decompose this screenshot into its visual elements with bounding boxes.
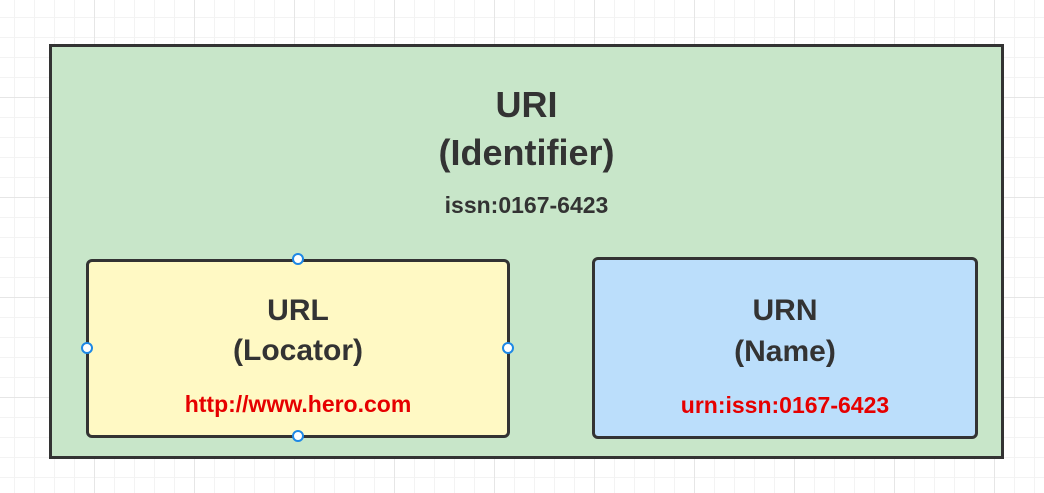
url-subtitle: (Locator) <box>233 334 363 367</box>
url-title: URL <box>267 294 329 327</box>
uri-example: issn:0167-6423 <box>444 192 609 218</box>
selection-handle-left[interactable] <box>81 342 93 354</box>
uri-subtitle: (Identifier) <box>438 132 615 173</box>
url-box[interactable]: URL (Locator) http://www.hero.com <box>86 259 510 438</box>
selection-handle-right[interactable] <box>502 342 514 354</box>
url-example: http://www.hero.com <box>184 391 412 417</box>
selection-handle-bottom[interactable] <box>292 430 304 442</box>
urn-example: urn:issn:0167-6423 <box>680 392 890 418</box>
urn-title: URN <box>752 294 818 327</box>
urn-subtitle: (Name) <box>734 335 836 368</box>
uri-title: URI <box>495 84 558 125</box>
urn-box[interactable]: URN (Name) urn:issn:0167-6423 <box>592 257 978 439</box>
selection-handle-top[interactable] <box>292 253 304 265</box>
